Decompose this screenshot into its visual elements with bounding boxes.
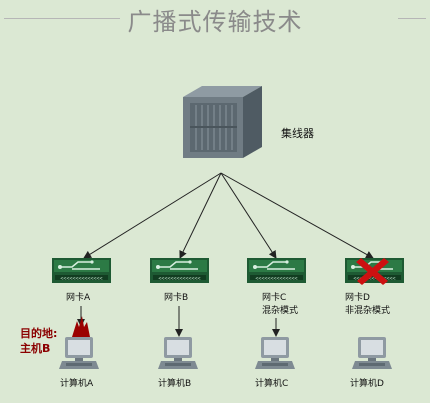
nic-label-b: 网卡B (164, 293, 189, 303)
nic-label-c: 网卡C (262, 293, 287, 303)
link-to-nic-b (179, 172, 222, 259)
computer-label-d: 计算机D (350, 379, 384, 389)
link-to-nic-c (220, 172, 277, 259)
svg-text:<<<<<<<<<<<<<<: <<<<<<<<<<<<<< (158, 276, 200, 282)
destination-line-2: 主机B (20, 342, 51, 355)
computer-icon (158, 337, 198, 369)
computer-label-c: 计算机C (255, 379, 289, 389)
nic-mode-c: 混杂模式 (262, 306, 299, 316)
nic-label-a: 网卡A (66, 293, 91, 303)
page-title: 广播式传输技术 (127, 8, 303, 36)
computer-icon (352, 337, 392, 369)
link-to-nic-a (83, 172, 222, 259)
hub-label: 集线器 (281, 127, 314, 140)
nic-mode-d: 非混杂模式 (345, 306, 391, 316)
computer-label-a: 计算机A (60, 379, 94, 389)
destination-note: 目的地: 主机B (20, 326, 57, 356)
computer-label-b: 计算机B (158, 379, 192, 389)
title-rule-left (4, 18, 120, 19)
svg-text:<<<<<<<<<<<<<<: <<<<<<<<<<<<<< (353, 276, 395, 282)
nic-icon: <<<<<<<<<<<<<< (52, 258, 111, 283)
stop-hand-icon (72, 316, 90, 337)
reject-x-icon (356, 258, 389, 285)
nic-label-d: 网卡D (345, 293, 370, 303)
title-rule-right (398, 18, 426, 19)
destination-line-1: 目的地: (20, 327, 58, 340)
nic-icon: <<<<<<<<<<<<<< (150, 258, 209, 283)
svg-text:<<<<<<<<<<<<<<: <<<<<<<<<<<<<< (60, 276, 102, 282)
hub-icon (183, 86, 262, 158)
computer-icon (59, 337, 99, 369)
nic-icon: <<<<<<<<<<<<<< (247, 258, 306, 283)
svg-text:<<<<<<<<<<<<<<: <<<<<<<<<<<<<< (255, 276, 297, 282)
link-to-nic-d (220, 172, 374, 259)
computer-icon (255, 337, 295, 369)
